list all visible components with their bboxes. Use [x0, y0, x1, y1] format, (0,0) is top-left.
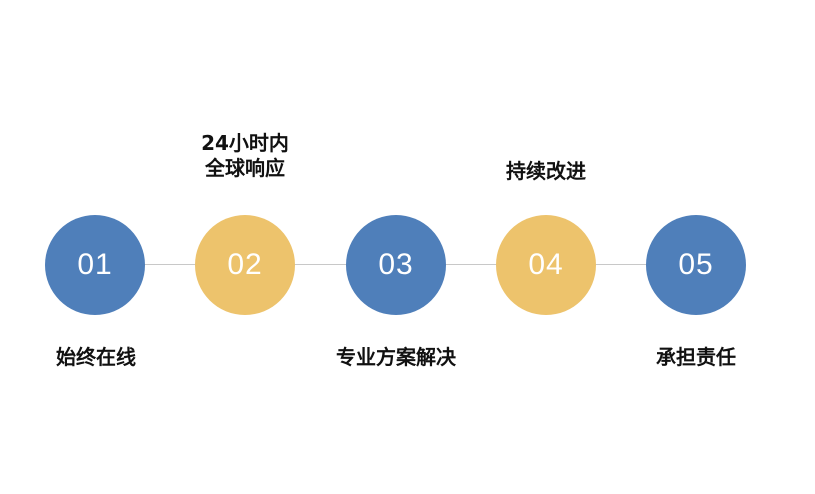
step-5-number: 05	[678, 248, 714, 281]
step-5-circle: 05	[646, 215, 746, 315]
step-1-number: 01	[77, 248, 113, 281]
step-2-circle: 02	[195, 215, 295, 315]
step-4-label: 持续改进	[506, 159, 586, 183]
step-3-circle: 03	[346, 215, 446, 315]
step-4-number: 04	[528, 248, 564, 281]
step-1-circle: 01	[45, 215, 145, 315]
step-4-circle: 04	[496, 215, 596, 315]
step-3-number: 03	[378, 248, 414, 281]
step-2-number: 02	[227, 248, 263, 281]
step-3-label: 专业方案解决	[336, 345, 456, 369]
step-2-label: 24小时内 全球响应	[201, 131, 289, 180]
step-1-label: 始终在线	[56, 345, 136, 369]
step-5-label: 承担责任	[656, 345, 736, 369]
